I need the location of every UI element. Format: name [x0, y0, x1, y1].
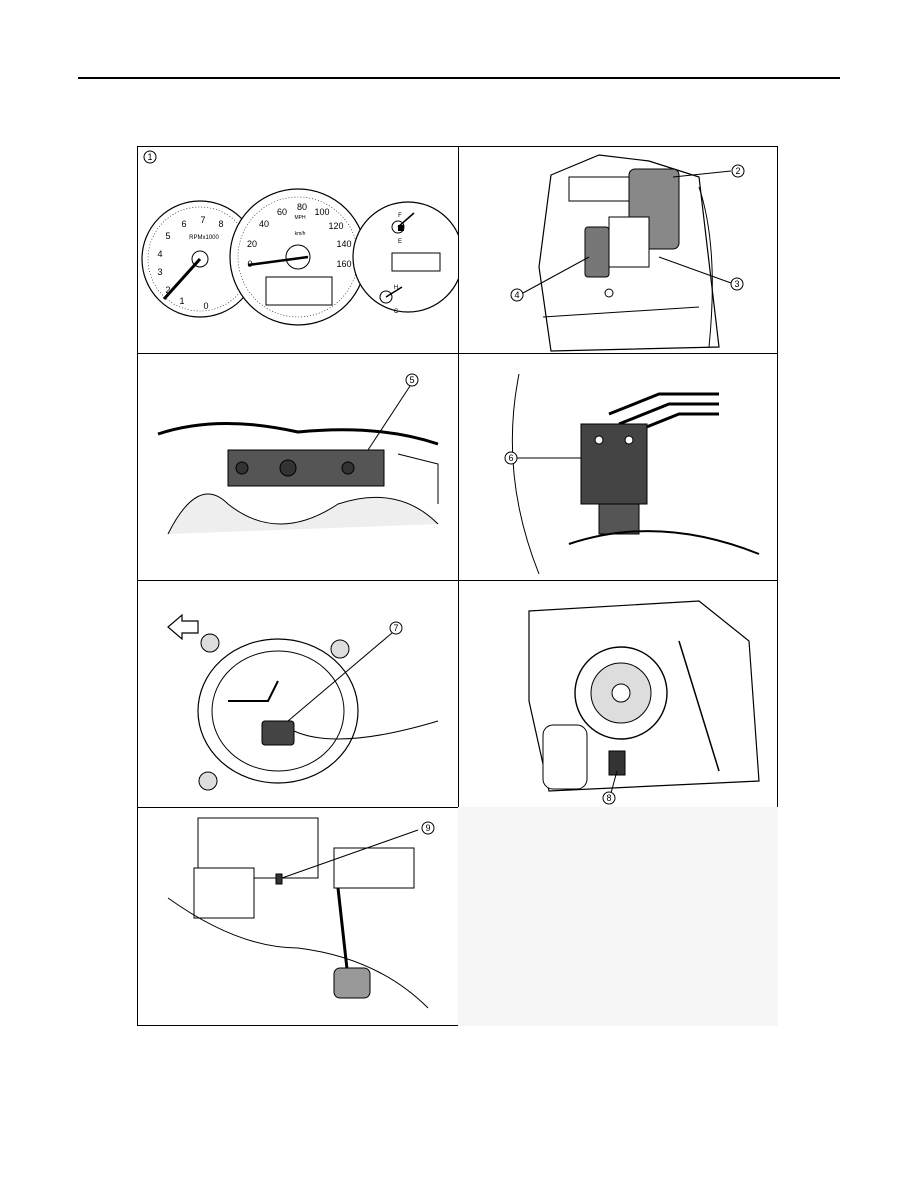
speedometer-gauge: 0 20 40 60 80 100 120 140 160 MPH km/h	[229, 188, 367, 326]
callout-8: 8	[602, 791, 616, 805]
fuel-full: F	[398, 213, 402, 219]
fuel-empty: E	[398, 239, 402, 245]
speedo-unit-kmh: km/h	[295, 231, 306, 237]
speedo-tick-20: 20	[247, 239, 257, 249]
tach-tick-6: 6	[181, 219, 186, 229]
tach-unit: RPMx1000	[189, 235, 219, 241]
header-rule	[78, 77, 840, 79]
callout-7: 7	[389, 621, 403, 635]
callout-6: 6	[504, 451, 518, 465]
figure-sensor-connector: 7	[137, 580, 459, 808]
svg-text:1: 1	[147, 152, 152, 162]
svg-text:9: 9	[425, 823, 430, 833]
speedo-tick-100: 100	[314, 207, 329, 217]
temp-hot: H	[394, 285, 398, 291]
svg-text:3: 3	[734, 279, 739, 289]
figure-actuator-unit: 6	[458, 353, 778, 581]
tach-tick-1: 1	[179, 296, 184, 306]
svg-text:7: 7	[393, 623, 398, 633]
callout-2: 2	[731, 164, 745, 178]
speedo-tick-0: 0	[247, 259, 252, 269]
fuel-pump-icon	[398, 225, 404, 231]
callout-4: 4	[510, 288, 524, 302]
figure-crankshaft-pulley: 8	[458, 580, 778, 808]
tach-tick-5: 5	[165, 231, 170, 241]
callout-5: 5	[405, 373, 419, 387]
speedo-unit-mph: MPH	[294, 215, 306, 221]
fuel-temp-gauge: F E H C	[352, 201, 458, 315]
tach-tick-0: 0	[203, 301, 208, 311]
tach-tick-7: 7	[200, 215, 205, 225]
speedo-tick-40: 40	[259, 219, 269, 229]
speedo-tick-120: 120	[328, 221, 343, 231]
tach-tick-2: 2	[165, 285, 170, 295]
svg-text:5: 5	[409, 375, 414, 385]
speedo-tick-80: 80	[297, 202, 307, 212]
speedo-tick-160: 160	[336, 259, 351, 269]
figure-control-unit: 5	[137, 353, 459, 581]
figure-engine-room-modules: 2 3 4	[458, 146, 778, 354]
illustration-grid: 1 0 1 2 3 4 5 6 7 8 RPMx100	[137, 146, 778, 1026]
callout-9: 9	[421, 821, 435, 835]
svg-text:4: 4	[514, 290, 519, 300]
callout-3: 3	[730, 277, 744, 291]
svg-text:8: 8	[606, 793, 611, 803]
tach-tick-3: 3	[157, 267, 162, 277]
speedo-tick-140: 140	[336, 239, 351, 249]
callout-1: 1	[143, 150, 157, 164]
svg-text:2: 2	[735, 166, 740, 176]
tach-tick-8: 8	[218, 219, 223, 229]
svg-text:6: 6	[508, 453, 513, 463]
figure-combination-meter: 1 0 1 2 3 4 5 6 7 8 RPMx100	[137, 146, 459, 354]
temp-cold: C	[394, 309, 399, 315]
front-arrow-icon	[167, 613, 199, 641]
figure-pedal-assembly: 9	[137, 807, 459, 1026]
tach-tick-4: 4	[157, 249, 162, 259]
speedo-tick-60: 60	[277, 207, 287, 217]
empty-panel	[458, 807, 778, 1026]
